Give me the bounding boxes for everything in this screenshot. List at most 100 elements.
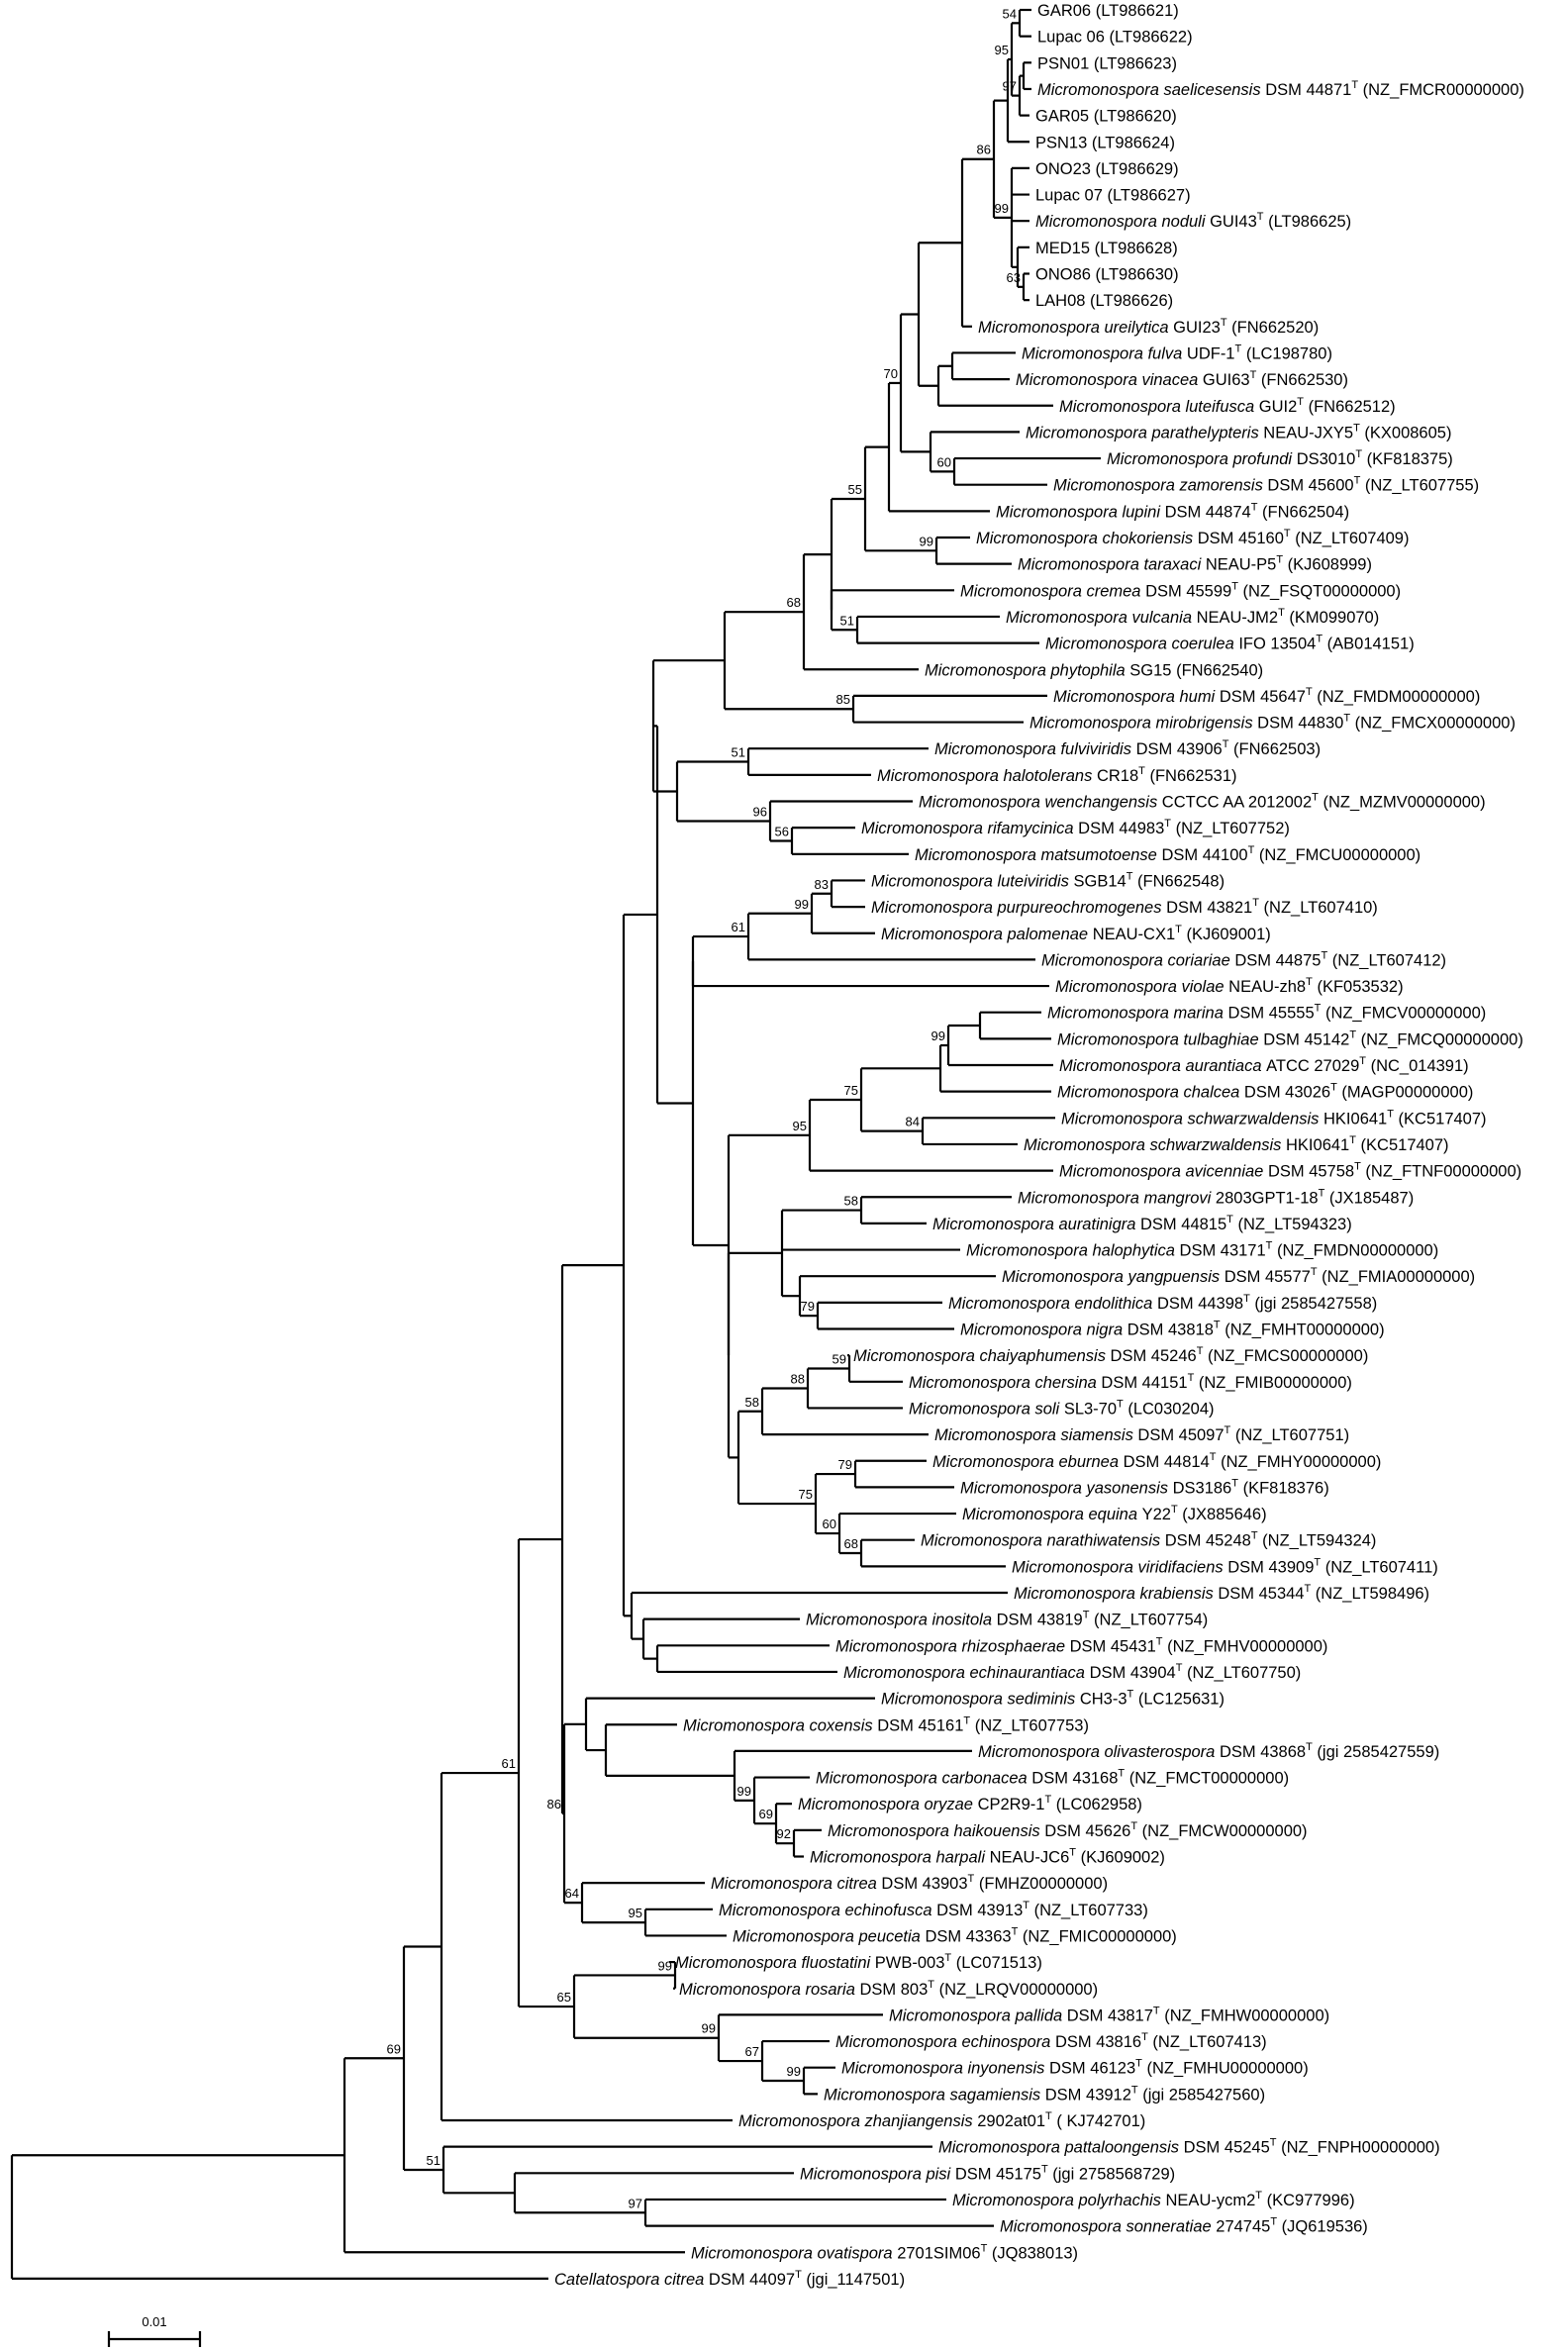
bootstrap-value: 95 — [629, 1906, 642, 1920]
taxon-label: Micromonospora profundi DS3010T (KF81837… — [1107, 448, 1453, 468]
taxon-label: Micromonospora noduli GUI43T (LT986625) — [1035, 211, 1351, 231]
bootstrap-value: 95 — [793, 1119, 807, 1133]
taxon-label: Micromonospora fluostatini PWB-003T (LC0… — [675, 1952, 1042, 1972]
taxon-label: Micromonospora schwarzwaldensis HKI0641T… — [1061, 1108, 1487, 1127]
bootstrap-value: 84 — [906, 1115, 920, 1129]
taxon-label: LAH08 (LT986626) — [1035, 292, 1173, 310]
taxon-label: ONO23 (LT986629) — [1035, 160, 1179, 178]
bootstrap-value: 97 — [1003, 79, 1017, 94]
taxon-label: Micromonospora lupini DSM 44874T (FN6625… — [996, 501, 1349, 521]
taxon-label: Micromonospora aurantiaca ATCC 27029T (N… — [1059, 1055, 1469, 1075]
taxon-label: Lupac 06 (LT986622) — [1037, 29, 1193, 47]
bootstrap-value: 56 — [775, 824, 789, 838]
bootstrap-value: 70 — [884, 366, 898, 381]
taxon-label: Micromonospora polyrhachis NEAU-ycm2T (K… — [952, 2190, 1355, 2209]
taxon-label: Micromonospora mirobrigensis DSM 44830T … — [1029, 713, 1516, 733]
taxon-label: Micromonospora krabiensis DSM 45344T (NZ… — [1014, 1583, 1429, 1603]
taxon-label: Micromonospora chalcea DSM 43026T (MAGP0… — [1057, 1082, 1473, 1102]
bootstrap-value: 99 — [931, 1028, 945, 1043]
taxon-label: Micromonospora pallida DSM 43817T (NZ_FM… — [889, 2005, 1329, 2024]
taxon-label: Catellatospora citrea DSM 44097T (jgi_11… — [554, 2269, 905, 2289]
bootstrap-value: 51 — [427, 2153, 441, 2168]
bootstrap-value: 99 — [920, 534, 933, 548]
taxon-label: Micromonospora inyonensis DSM 46123T (NZ… — [841, 2058, 1309, 2078]
taxon-label: Micromonospora saelicesensis DSM 44871T … — [1037, 79, 1524, 99]
bootstrap-value: 64 — [565, 1886, 579, 1901]
taxon-label: Micromonospora fulva UDF-1T (LC198780) — [1022, 343, 1332, 362]
taxon-label: Micromonospora cremea DSM 45599T (NZ_FSQ… — [960, 580, 1401, 600]
taxon-label: Micromonospora palomenae NEAU-CX1T (KJ60… — [881, 924, 1271, 943]
taxon-label: Micromonospora nigra DSM 43818T (NZ_FMHT… — [960, 1320, 1385, 1339]
taxon-label: Micromonospora humi DSM 45647T (NZ_FMDM0… — [1053, 686, 1480, 706]
bootstrap-value: 97 — [629, 2196, 642, 2210]
taxon-label: Micromonospora vinacea GUI63T (FN662530) — [1016, 369, 1348, 389]
bootstrap-value: 99 — [702, 2021, 716, 2036]
taxon-label: Micromonospora avicenniae DSM 45758T (NZ… — [1059, 1161, 1521, 1181]
taxon-label: Micromonospora soli SL3-70T (LC030204) — [909, 1398, 1215, 1418]
taxon-label: Micromonospora peucetia DSM 43363T (NZ_F… — [733, 1925, 1177, 1945]
bootstrap-value: 79 — [801, 1299, 815, 1314]
taxon-label: Micromonospora olivasterospora DSM 43868… — [978, 1741, 1439, 1761]
taxon-label: Micromonospora purpureochromogenes DSM 4… — [871, 897, 1378, 917]
bootstrap-value: 67 — [745, 2044, 759, 2059]
taxon-label: Micromonospora pattaloongensis DSM 45245… — [938, 2137, 1440, 2157]
taxon-label: Micromonospora chokoriensis DSM 45160T (… — [976, 528, 1409, 547]
taxon-label: Micromonospora citrea DSM 43903T (FMHZ00… — [711, 1873, 1108, 1893]
bootstrap-value: 51 — [840, 613, 854, 628]
bootstrap-value: 65 — [557, 1990, 571, 2005]
taxon-label: Micromonospora chaiyaphumensis DSM 45246… — [853, 1345, 1368, 1365]
taxon-label: Micromonospora ureilytica GUI23T (FN6625… — [978, 317, 1319, 337]
bootstrap-value: 99 — [787, 2064, 801, 2079]
taxon-label: PSN01 (LT986623) — [1037, 54, 1177, 72]
bootstrap-value: 99 — [737, 1784, 751, 1799]
bootstrap-value: 92 — [777, 1826, 791, 1841]
taxon-label: Micromonospora luteifusca GUI2T (FN66251… — [1059, 396, 1396, 416]
bootstrap-value: 69 — [759, 1807, 773, 1821]
taxon-label: Micromonospora sediminis CH3-3T (LC12563… — [881, 1689, 1225, 1709]
bootstrap-value: 85 — [836, 692, 850, 707]
taxon-label: Micromonospora coxensis DSM 45161T (NZ_L… — [683, 1714, 1089, 1734]
taxon-label: Micromonospora yasonensis DS3186T (KF818… — [960, 1477, 1329, 1497]
taxon-label: Micromonospora rosaria DSM 803T (NZ_LRQV… — [679, 1979, 1098, 1999]
taxon-label: Micromonospora narathiwatensis DSM 45248… — [921, 1530, 1376, 1550]
taxon-label: Micromonospora rhizosphaerae DSM 45431T … — [835, 1635, 1327, 1655]
bootstrap-value: 61 — [732, 920, 745, 934]
bootstrap-value: 51 — [732, 745, 745, 760]
taxon-label: Micromonospora haikouensis DSM 45626T (N… — [828, 1820, 1308, 1840]
bootstrap-value: 75 — [844, 1083, 858, 1098]
taxon-label: PSN13 (LT986624) — [1035, 134, 1175, 151]
taxon-label: Micromonospora matsumotoense DSM 44100T … — [915, 844, 1421, 864]
taxon-label: Micromonospora equina Y22T (JX885646) — [962, 1504, 1267, 1523]
bootstrap-value: 59 — [833, 1351, 846, 1366]
taxon-label: Micromonospora tulbaghiae DSM 45142T (NZ… — [1057, 1028, 1523, 1048]
taxon-label: Micromonospora phytophila SG15 (FN662540… — [925, 661, 1263, 679]
scale-bar-label: 0.01 — [142, 2314, 166, 2329]
taxon-label: Micromonospora oryzae CP2R9-1T (LC062958… — [798, 1794, 1142, 1813]
bootstrap-value: 86 — [547, 1797, 561, 1811]
taxon-label: Micromonospora pisi DSM 45175T (jgi 2758… — [800, 2163, 1175, 2183]
taxon-label: GAR05 (LT986620) — [1035, 108, 1177, 126]
taxon-label: Lupac 07 (LT986627) — [1035, 187, 1191, 205]
taxon-label: Micromonospora schwarzwaldensis HKI0641T… — [1024, 1134, 1449, 1154]
taxon-label: Micromonospora mangrovi 2803GPT1-18T (JX… — [1018, 1187, 1414, 1207]
taxon-label: Micromonospora halophytica DSM 43171T (N… — [966, 1240, 1438, 1260]
bootstrap-value: 68 — [787, 595, 801, 610]
taxon-label: Micromonospora coerulea IFO 13504T (AB01… — [1045, 634, 1415, 653]
taxon-label: Micromonospora carbonacea DSM 43168T (NZ… — [816, 1768, 1289, 1788]
bootstrap-value: 75 — [799, 1487, 813, 1502]
taxon-label: Micromonospora chersina DSM 44151T (NZ_F… — [909, 1372, 1352, 1392]
taxon-label: ONO86 (LT986630) — [1035, 266, 1179, 284]
taxon-label: Micromonospora viridifaciens DSM 43909T … — [1012, 1556, 1438, 1576]
taxon-label: Micromonospora siamensis DSM 45097T (NZ_… — [934, 1424, 1349, 1444]
bootstrap-value: 55 — [848, 482, 862, 497]
taxon-label: Micromonospora zamorensis DSM 45600T (NZ… — [1053, 475, 1479, 495]
bootstrap-value: 99 — [995, 201, 1009, 216]
bootstrap-value: 68 — [844, 1536, 858, 1551]
taxon-label: Micromonospora ovatispora 2701SIM06T (JQ… — [691, 2242, 1078, 2262]
bootstrap-value: 99 — [658, 1958, 672, 1973]
bootstrap-value: 83 — [815, 877, 829, 892]
bootstrap-value: 95 — [995, 43, 1009, 57]
bootstrap-value: 60 — [823, 1517, 836, 1531]
bootstrap-value: 58 — [844, 1194, 858, 1209]
